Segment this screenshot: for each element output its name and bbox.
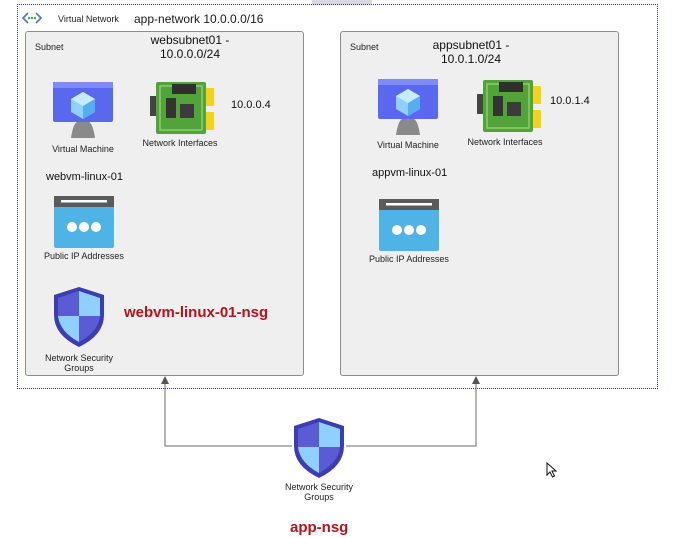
app-nic-ip: 10.0.1.4 [550, 95, 590, 107]
app-subnet-name: appsubnet01 - 10.0.1.0/24 [411, 38, 531, 66]
virtual-network-icon [22, 11, 42, 25]
web-subnet-tag: Subnet [35, 42, 64, 52]
web-nsg-label: Network Security Groups [37, 353, 121, 373]
web-subnet-name: websubnet01 - 10.0.0.0/24 [130, 33, 250, 61]
web-nsg-shield-icon [52, 285, 106, 349]
virtual-network-name: app-network 10.0.0.0/16 [134, 12, 264, 26]
web-nic-label: Network Interfaces [142, 138, 218, 148]
app-nsg-label-line1: Network Security [284, 482, 354, 492]
web-subnet-name-line1: websubnet01 - [150, 33, 230, 47]
web-nic-ip: 10.0.0.4 [231, 99, 271, 111]
web-vm-label: Virtual Machine [52, 144, 114, 154]
web-public-ip-label: Public IP Addresses [44, 251, 124, 261]
app-nic-icon [477, 76, 543, 134]
app-nsg-shield-icon [292, 416, 346, 480]
app-nsg-name: app-nsg [290, 519, 349, 536]
app-nic-label: Network Interfaces [467, 137, 543, 147]
app-nsg-label: Network Security Groups [277, 482, 361, 502]
web-public-ip-icon [53, 195, 115, 249]
web-subnet-name-line2: 10.0.0.0/24 [159, 47, 221, 61]
web-nsg-label-line1: Network Security [44, 353, 114, 363]
top-edge-tab [312, 0, 372, 5]
web-nic-icon [150, 78, 216, 136]
web-nsg-name: webvm-linux-01-nsg [124, 304, 269, 321]
app-vm-icon [376, 77, 440, 137]
app-public-ip-label: Public IP Addresses [369, 254, 449, 264]
app-nsg-label-line2: Groups [304, 492, 334, 502]
web-vm-name: webvm-linux-01 [46, 171, 124, 183]
web-vm-icon [51, 80, 115, 140]
virtual-network-container [17, 4, 658, 389]
app-vm-name: appvm-linux-01 [372, 167, 448, 179]
app-subnet-name-line2: 10.0.1.0/24 [440, 52, 502, 66]
app-subnet-tag: Subnet [350, 42, 379, 52]
mouse-cursor-icon [546, 462, 558, 478]
app-public-ip-icon [378, 198, 440, 252]
virtual-network-label: Virtual Network [58, 14, 119, 24]
app-vm-label: Virtual Machine [377, 140, 439, 150]
web-nsg-label-line2: Groups [64, 363, 94, 373]
app-subnet-name-line1: appsubnet01 - [432, 38, 510, 52]
